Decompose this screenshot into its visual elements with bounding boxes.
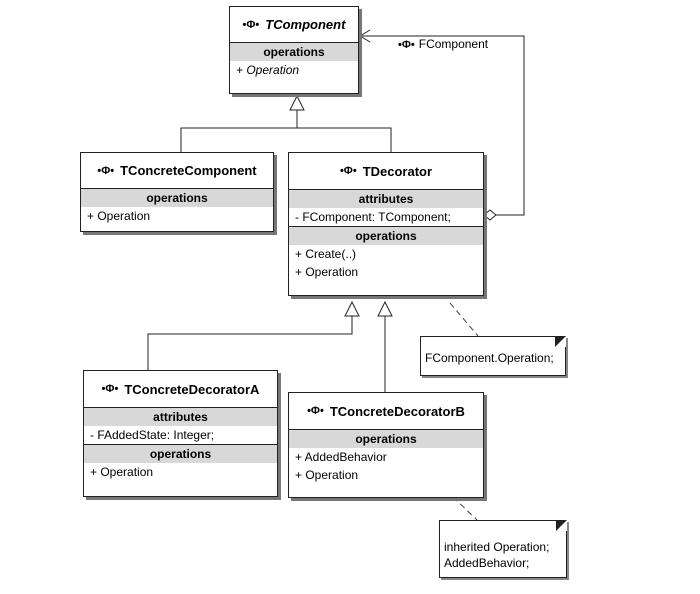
class-icon: •Φ• [101, 383, 119, 395]
class-header: •Φ• TConcreteDecoratorB [289, 393, 483, 430]
association-label: •Φ•FComponent [398, 37, 488, 51]
note-line: inherited Operation; [444, 540, 550, 554]
operation-item: + Operation [90, 465, 154, 479]
class-name: TConcreteDecoratorA [124, 381, 260, 397]
class-header: •Φ• TConcreteComponent [81, 153, 273, 189]
class-tconcretedecoratorb[interactable]: •Φ• TConcreteDecoratorB operations + Add… [288, 392, 484, 498]
operation-item: + AddedBehavior [295, 450, 387, 464]
note-decorator-b-operation: inherited Operation; AddedBehavior; [439, 520, 567, 578]
note-fold-corner [556, 520, 567, 531]
attribute-icon: •Φ• [398, 39, 415, 51]
section-attributes: attributes - FAddedState: Integer; [84, 408, 277, 444]
section-operations: operations + AddedBehavior + Operation [289, 430, 483, 484]
generalization-arrowhead-decorator-b [377, 300, 393, 317]
operation-item: + Create(..) [295, 247, 357, 261]
attribute-item: - FComponent: TComponent; [295, 210, 451, 224]
class-icon: •Φ• [307, 405, 324, 417]
class-header: •Φ• TComponent [230, 7, 358, 43]
class-icon: •Φ• [97, 164, 115, 177]
section-title: attributes [84, 408, 277, 426]
attribute-item: - FAddedState: Integer; [90, 428, 215, 442]
section-title: operations [84, 445, 277, 463]
generalization-line-decorator-a [147, 316, 353, 370]
section-attributes: attributes - FComponent: TComponent; [289, 190, 483, 226]
class-header: •Φ• TConcreteDecoratorA [84, 371, 277, 408]
class-tcomponent[interactable]: •Φ• TComponent operations + Operation [229, 6, 359, 94]
generalization-arrowhead-decorator-a [344, 300, 360, 317]
operation-item: + Operation [295, 468, 359, 482]
section-title: operations [230, 43, 358, 61]
class-tconcretedecoratora[interactable]: •Φ• TConcreteDecoratorA attributes - FAd… [83, 370, 278, 497]
generalization-arrowhead-component [289, 94, 305, 111]
note-anchor-decorator [449, 302, 479, 337]
aggregation-arrowhead [359, 29, 371, 43]
association-name: FComponent [418, 37, 489, 51]
class-name: TDecorator [362, 163, 433, 179]
section-title: operations [289, 227, 483, 245]
class-icon: •Φ• [242, 18, 260, 31]
section-operations: operations + Operation [81, 189, 273, 225]
section-operations: operations + Operation [84, 444, 277, 481]
class-name: TConcreteComponent [120, 163, 257, 178]
class-name: TComponent [265, 17, 346, 32]
note-fold-corner [555, 336, 566, 347]
section-title: attributes [289, 190, 483, 208]
section-title: operations [81, 189, 273, 207]
operation-item: + Operation [87, 209, 151, 223]
operation-item: + Operation [295, 265, 359, 279]
aggregation-diamond [483, 209, 497, 221]
operation-item: + Operation [236, 63, 300, 77]
class-tdecorator[interactable]: •Φ• TDecorator attributes - FComponent: … [288, 152, 484, 296]
class-tconcretecomponent[interactable]: •Φ• TConcreteComponent operations + Oper… [80, 152, 274, 232]
section-operations: operations + Create(..) + Operation [289, 226, 483, 281]
class-header: •Φ• TDecorator [289, 153, 483, 190]
section-operations: operations + Operation [230, 43, 358, 79]
note-decorator-operation: FComponent.Operation; [420, 336, 566, 376]
class-name: TConcreteDecoratorB [329, 403, 465, 419]
note-line: AddedBehavior; [444, 556, 530, 570]
section-title: operations [289, 430, 483, 448]
aggregation-line [360, 35, 525, 216]
generalization-line-component [180, 127, 392, 152]
note-anchor-decorator-b [452, 496, 478, 521]
note-line: FComponent.Operation; [425, 351, 554, 365]
class-icon: •Φ• [339, 165, 357, 177]
